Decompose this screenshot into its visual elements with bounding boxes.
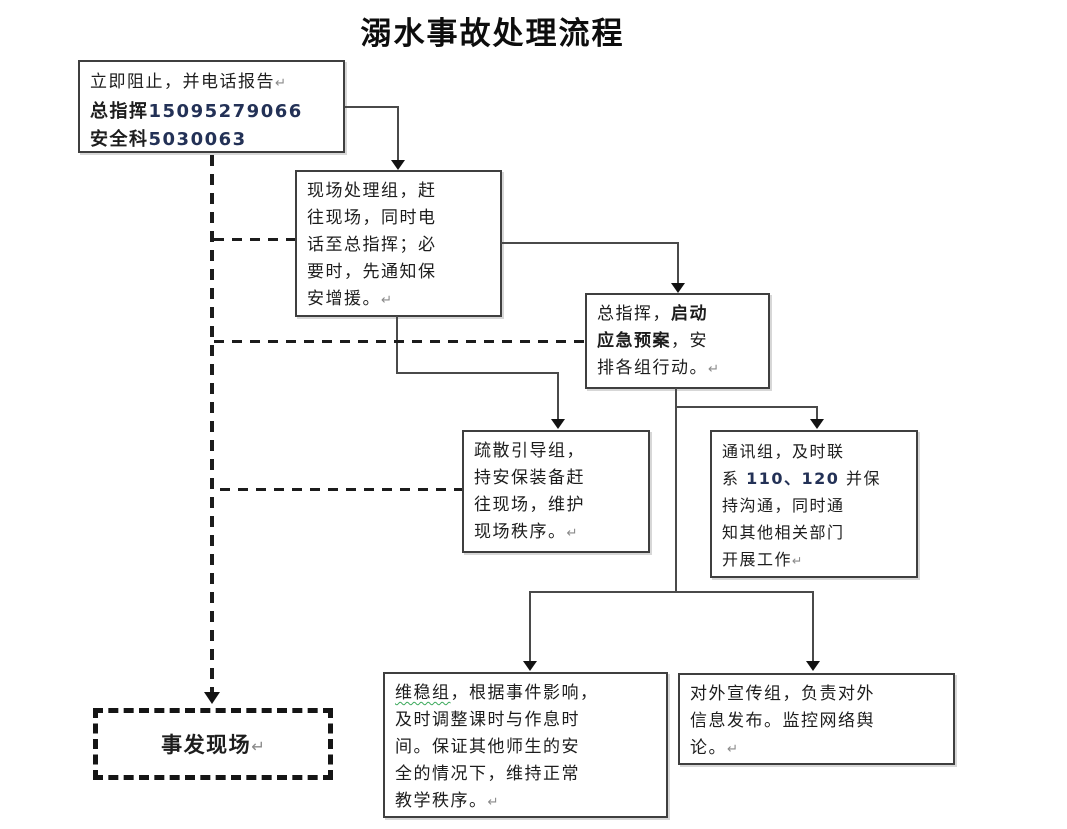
arrowhead-into-scene	[204, 692, 220, 704]
node-communication-team-text: 通讯组，及时联系 110、120 并保持沟通，同时通知其他相关部门开展工作↵	[712, 432, 916, 576]
connector-commander-communication-h	[675, 406, 818, 408]
node-accident-scene-text: 事发现场↵	[161, 729, 265, 759]
node-report-box: 立即阻止，并电话报告↵ 总指挥15095279066 安全科5030063	[78, 60, 345, 153]
arrowhead-into-onsite	[391, 160, 405, 170]
connector-bottom-split-h	[529, 591, 814, 593]
text-line: 事发现场↵	[161, 733, 265, 757]
node-commander-text: 总指挥，启动应急预案，安排各组行动。↵	[587, 295, 768, 387]
node-accident-scene-box: 事发现场↵	[93, 708, 333, 780]
connector-onsite-evacuation-v1	[396, 316, 398, 374]
connector-onsite-commander-v	[677, 242, 679, 286]
arrowhead-into-stability	[523, 661, 537, 671]
connector-onsite-evacuation-h	[396, 372, 559, 374]
text-line: 排各组行动。↵	[597, 358, 720, 378]
text-line: 要时，先通知保	[307, 262, 437, 282]
node-report-text: 立即阻止，并电话报告↵ 总指挥15095279066 安全科5030063	[80, 62, 343, 151]
text-line: 维稳组，根据事件影响，	[395, 683, 599, 703]
text-line: 对外宣传组，负责对外	[690, 684, 875, 704]
text-line: 往现场，同时电	[307, 208, 437, 228]
dashed-branch-onsite-h	[214, 238, 295, 241]
connector-onsite-evacuation-v2	[557, 372, 559, 420]
arrowhead-into-publicity	[806, 661, 820, 671]
node-commander-box: 总指挥，启动应急预案，安排各组行动。↵	[585, 293, 770, 389]
arrowhead-into-evacuation	[551, 419, 565, 429]
connector-onsite-commander-h	[501, 242, 679, 244]
node-publicity-team-box: 对外宣传组，负责对外信息发布。监控网络舆论。↵	[678, 673, 955, 765]
text-line: 应急预案，安	[597, 331, 708, 351]
text-line: 及时调整课时与作息时	[395, 710, 580, 730]
node-stability-team-text: 维稳组，根据事件影响， 及时调整课时与作息时间。保证其他师生的安全的情况下，维持正…	[385, 674, 666, 816]
text-line: 间。保证其他师生的安	[395, 737, 580, 757]
text-line: 教学秩序。↵	[395, 791, 499, 811]
node-onsite-team-text: 现场处理组，赶往现场，同时电话至总指挥；必要时，先通知保安增援。↵	[297, 172, 500, 315]
node-evacuation-team-box: 疏散引导组， 持安保装备赶往现场，维护现场秩序。↵	[462, 430, 650, 553]
text-line: 开展工作↵	[722, 550, 803, 569]
text-line: 持沟通，同时通	[722, 496, 845, 515]
text-line: 往现场，维护	[474, 495, 585, 515]
flowchart-title: 溺水事故处理流程	[360, 16, 625, 52]
connector-split-stability-v	[529, 591, 531, 663]
dashed-branch-evacuation-h	[220, 488, 462, 491]
dashed-branch-commander-h	[214, 340, 585, 343]
node-stability-team-box: 维稳组，根据事件影响， 及时调整课时与作息时间。保证其他师生的安全的情况下，维持正…	[383, 672, 668, 818]
node-communication-team-box: 通讯组，及时联系 110、120 并保持沟通，同时通知其他相关部门开展工作↵	[710, 430, 918, 578]
text-line: 话至总指挥；必	[307, 235, 437, 255]
arrowhead-into-commander	[671, 283, 685, 293]
connector-report-onsite-h	[345, 106, 399, 108]
text-line: 总指挥15095279066	[90, 101, 303, 122]
text-line: 论。↵	[690, 738, 739, 758]
text-line: 立即阻止，并电话报告↵	[90, 72, 287, 92]
text-line: 信息发布。监控网络舆	[690, 711, 875, 731]
text-line: 全的情况下，维持正常	[395, 764, 580, 784]
connector-commander-communication-v2	[816, 406, 818, 420]
connector-commander-bottom-v	[675, 406, 677, 593]
text-line: 疏散引导组，	[474, 441, 585, 461]
connector-commander-communication-v1	[675, 388, 677, 408]
text-line: 持安保装备赶	[474, 468, 585, 488]
text-line: 通讯组，及时联	[722, 442, 845, 461]
text-line: 现场秩序。↵	[474, 522, 578, 542]
text-line: 安全科5030063	[90, 129, 247, 150]
dashed-trunk-report-scene-v	[210, 155, 214, 693]
arrowhead-into-communication	[810, 419, 824, 429]
text-line: 安增援。↵	[307, 289, 393, 309]
text-line: 现场处理组，赶	[307, 181, 437, 201]
connector-report-onsite-v	[397, 106, 399, 163]
text-line: 系 110、120 并保	[722, 469, 881, 488]
node-onsite-team-box: 现场处理组，赶往现场，同时电话至总指挥；必要时，先通知保安增援。↵	[295, 170, 502, 317]
text-line: 知其他相关部门	[722, 523, 845, 542]
node-publicity-team-text: 对外宣传组，负责对外信息发布。监控网络舆论。↵	[680, 675, 953, 763]
connector-split-publicity-v	[812, 591, 814, 663]
text-line: 总指挥，启动	[597, 304, 708, 324]
node-evacuation-team-text: 疏散引导组， 持安保装备赶往现场，维护现场秩序。↵	[464, 432, 648, 551]
